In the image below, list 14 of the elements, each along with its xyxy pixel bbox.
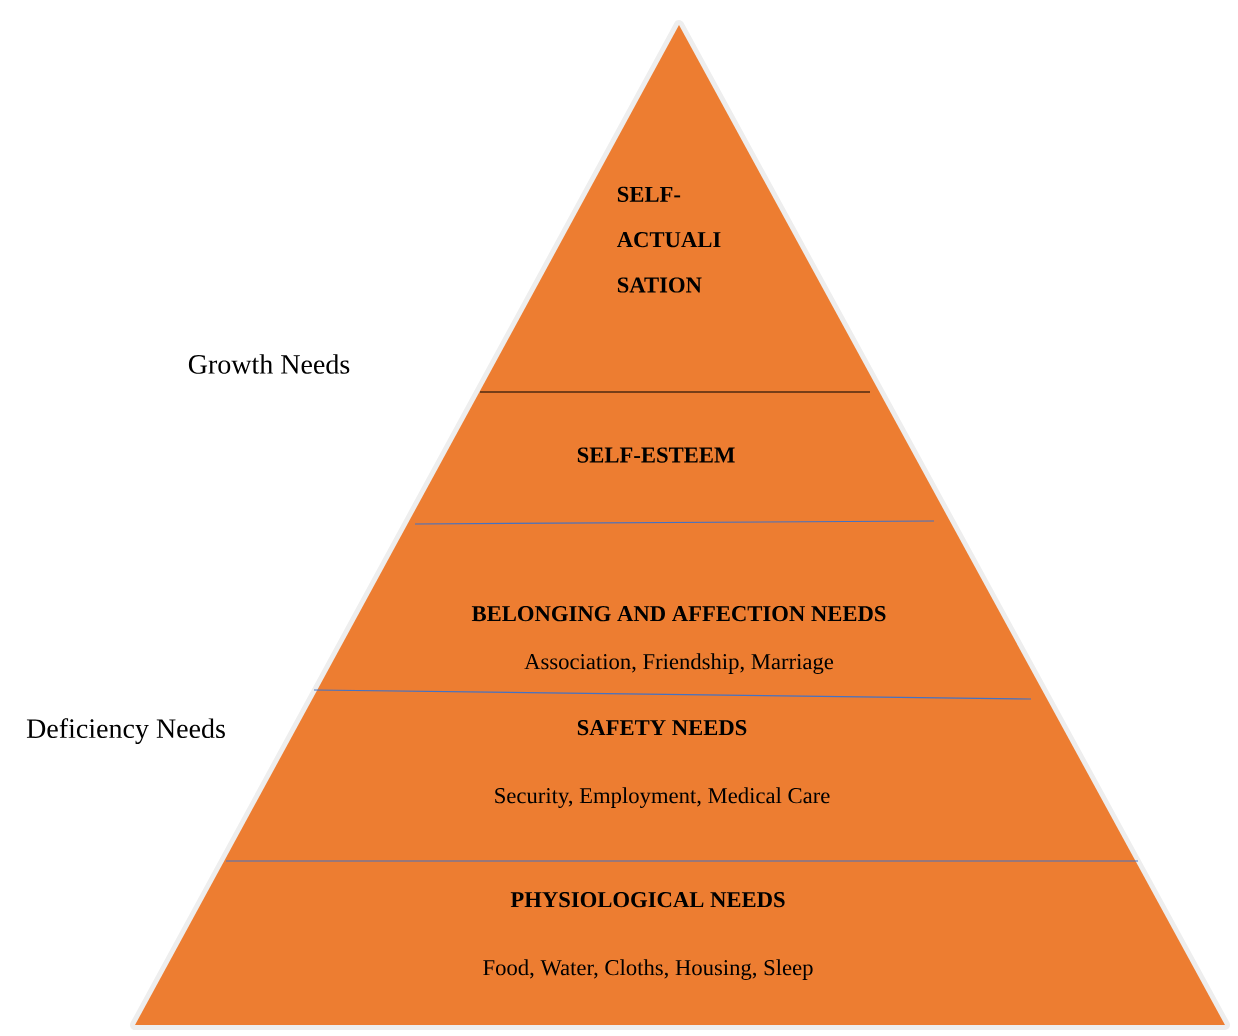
pyramid-tier: BELONGING AND AFFECTION NEEDS Association, Friendship, Marriage [315,522,1045,694]
pyramid-tier: SELF-ESTEEM [408,392,951,522]
node-label: SELF- ACTUALI SATION [616,186,721,293]
node-label: PHYSIOLOGICAL NEEDS [510,892,785,908]
pyramid-tier: PHYSIOLOGICAL NEEDS Food, Water, Cloths, Housing, Sleep [135,861,1225,1025]
node-label: BELONGING AND AFFECTION NEEDS [471,606,886,622]
pyramid-tier: SAFETY NEEDS Security, Employment, Medical Care [224,694,1136,861]
node-label: SELF-ESTEEM [577,447,735,463]
side-label: Deficiency Needs [26,718,225,744]
node-label: Association, Friendship, Marriage [524,653,834,674]
side-label: Growth Needs [188,354,350,374]
node-label: Food, Water, Cloths, Housing, Sleep [483,959,813,980]
node-label: Security, Employment, Medical Care [495,787,830,808]
node-label: SAFETY NEEDS [577,720,747,736]
